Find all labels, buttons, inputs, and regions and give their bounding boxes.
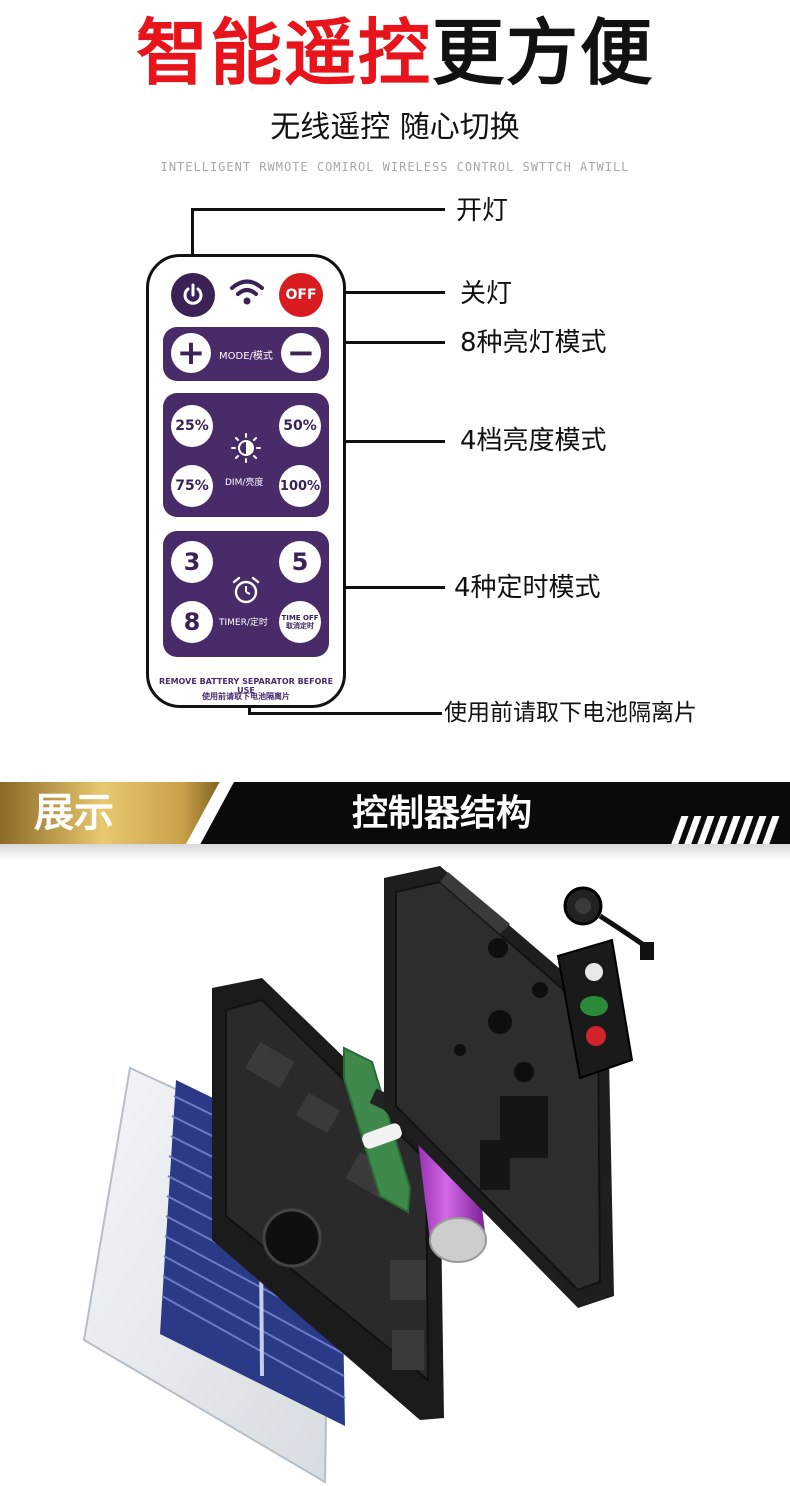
callout-light-modes: 8种亮灯模式 — [460, 328, 607, 358]
leader-modes — [326, 341, 445, 344]
timer-label: TIMER/定时 — [219, 618, 268, 628]
exploded-controller-illustration — [82, 866, 654, 1484]
power-icon — [183, 283, 203, 305]
mini-remote-part — [556, 886, 654, 1080]
subtitle: 无线遥控 随心切换 — [270, 110, 520, 145]
hero-title-black: 更方便 — [432, 11, 655, 95]
banner-gold-tab — [0, 782, 228, 844]
mode-panel: + MODE/模式 − — [163, 327, 329, 381]
power-button[interactable] — [171, 273, 215, 317]
callout-light-off: 关灯 — [460, 279, 513, 309]
time-off-label-cn: 取消定时 — [286, 622, 314, 630]
alarm-clock-icon — [232, 576, 260, 604]
callout-light-on: 开灯 — [456, 196, 509, 226]
leader-off — [320, 291, 445, 294]
hero-title-red: 智能遥控 — [135, 11, 432, 95]
brightness-icon — [231, 433, 261, 463]
banner-structure-label: 控制器结构 — [352, 793, 533, 834]
time-off-button[interactable]: TIME OFF 取消定时 — [279, 601, 321, 643]
hero-title: 智能遥控更方便 — [0, 8, 790, 98]
leader-on-vertical — [191, 208, 194, 258]
banner-display-label: 展示 — [34, 790, 114, 836]
callout-battery-separator: 使用前请取下电池隔离片 — [444, 700, 697, 726]
mode-plus-button[interactable]: + — [171, 333, 211, 373]
mode-label: MODE/模式 — [219, 351, 273, 362]
mode-minus-button[interactable]: − — [281, 333, 321, 373]
brightness-75-button[interactable]: 75% — [171, 465, 213, 507]
wireless-icon — [230, 279, 264, 305]
leader-on-horizontal — [191, 208, 445, 211]
dim-label: DIM/亮度 — [225, 478, 264, 488]
off-button[interactable]: OFF — [279, 273, 323, 317]
timer-5-button[interactable]: 5 — [279, 541, 321, 583]
leader-battery-horizontal — [248, 712, 442, 715]
brightness-100-button[interactable]: 100% — [279, 465, 321, 507]
english-tagline: INTELLIGENT RWMOTE COMIROL WIRELESS CONT… — [160, 160, 630, 174]
mounting-bracket — [384, 866, 614, 1308]
leader-timer — [326, 586, 445, 589]
battery-warning-cn: 使用前请取下电池隔离片 — [202, 692, 290, 701]
timer-8-button[interactable]: 8 — [171, 601, 213, 643]
leader-brightness — [326, 440, 445, 443]
banner-shadow — [0, 844, 790, 860]
time-off-label-en: TIME OFF — [281, 614, 319, 622]
lamp-housing — [212, 978, 444, 1420]
brightness-25-button[interactable]: 25% — [171, 405, 213, 447]
timer-panel: 3 5 8 TIMER/定时 TIME OFF 取消定时 — [163, 531, 329, 657]
dim-panel: 25% 50% DIM/亮度 75% 100% — [163, 393, 329, 517]
callout-timer-modes: 4种定时模式 — [454, 573, 601, 603]
remote-control: OFF + MODE/模式 − 25% 50% DIM/亮度 75% 100% … — [146, 254, 346, 708]
battery-warning-en: REMOVE BATTERY SEPARATOR BEFORE USE — [158, 677, 334, 695]
callout-brightness-modes: 4档亮度模式 — [460, 426, 607, 456]
timer-3-button[interactable]: 3 — [171, 541, 213, 583]
brightness-50-button[interactable]: 50% — [279, 405, 321, 447]
